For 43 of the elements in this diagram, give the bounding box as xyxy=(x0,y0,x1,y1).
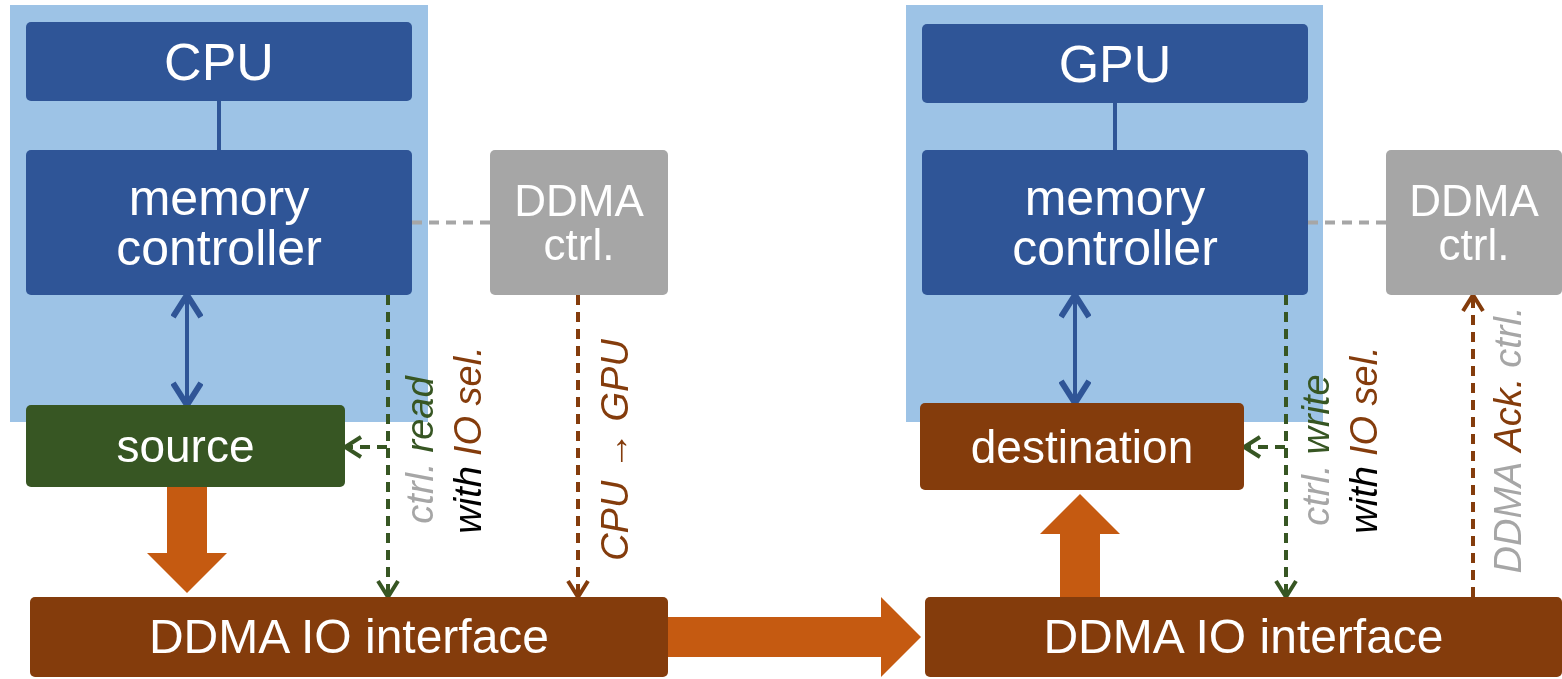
io-interface-box xyxy=(30,597,668,677)
channel-annotation: with xyxy=(1342,466,1386,534)
channel-annotation: with xyxy=(446,466,490,534)
block-arrow xyxy=(668,597,921,677)
channel-annotation: ctrl. xyxy=(1294,464,1338,526)
channel-annotation: IO sel. xyxy=(446,346,490,457)
node-label: CPU xyxy=(164,35,274,88)
channel-annotation: DDMA xyxy=(1486,461,1530,574)
channel-annotation: IO sel. xyxy=(1342,346,1386,457)
destination-box xyxy=(920,403,1244,490)
node-label: DDMA IO interface xyxy=(1043,613,1444,661)
node-label: memory controller xyxy=(115,172,323,273)
arrow xyxy=(1461,293,1485,597)
connector-line xyxy=(1308,220,1386,225)
connector-line xyxy=(217,101,221,150)
gpu-box xyxy=(922,24,1308,103)
block-arrow xyxy=(1040,494,1120,597)
channel-annotation: read xyxy=(398,376,442,453)
arrow xyxy=(1058,292,1092,406)
node-label: source xyxy=(116,423,255,469)
node-label: DDMA IO interface xyxy=(148,613,550,661)
node-label: DDMA ctrl. xyxy=(513,178,645,267)
ddma-controller-box xyxy=(1386,150,1562,295)
io-interface-box xyxy=(925,597,1562,677)
arrow xyxy=(170,292,204,408)
arrow xyxy=(566,295,590,599)
channel-annotation: CPU → GPU xyxy=(593,339,637,561)
channel-annotation: Ack. xyxy=(1486,377,1530,452)
node-label: destination xyxy=(970,423,1194,470)
block-arrow xyxy=(147,487,227,593)
source-box xyxy=(26,405,345,487)
connector-line xyxy=(412,220,490,225)
node-label: DDMA ctrl. xyxy=(1408,178,1540,267)
channel-annotation: write xyxy=(1294,374,1338,455)
ddma-controller-box xyxy=(490,150,668,295)
cpu-box xyxy=(26,22,412,101)
channel-annotation: ctrl. xyxy=(398,462,442,524)
connector-line xyxy=(1113,103,1117,150)
node-label: memory controller xyxy=(1011,172,1219,273)
memory-controller-box xyxy=(26,150,412,295)
channel-annotation: ctrl. xyxy=(1486,306,1530,368)
node-label: GPU xyxy=(1058,37,1172,90)
memory-controller-box xyxy=(922,150,1308,295)
